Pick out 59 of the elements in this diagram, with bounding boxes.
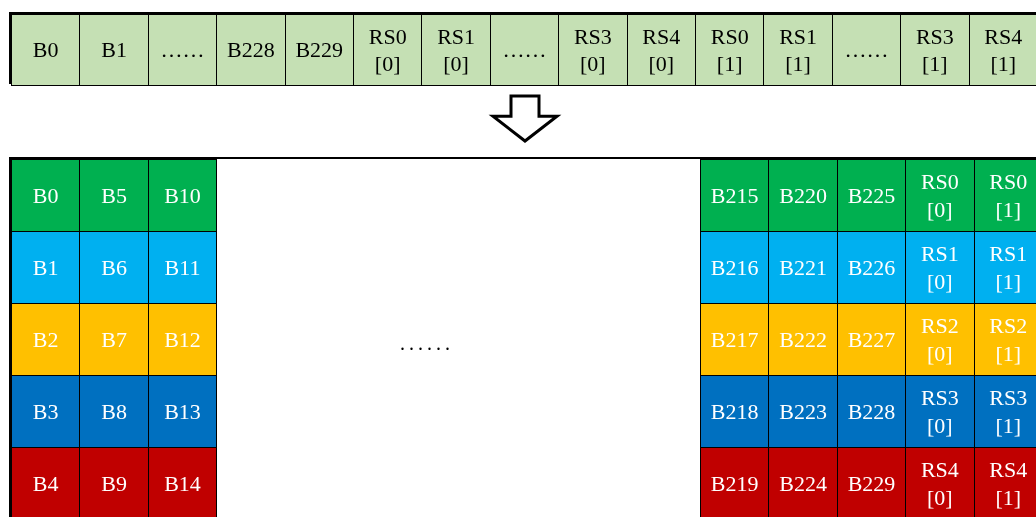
memory-cell: B7 (79, 303, 149, 376)
memory-cell: RS2 [0] (905, 303, 975, 376)
memory-cell: RS4 [1] (973, 447, 1036, 517)
memory-cell: RS3 [0] (558, 14, 628, 86)
memory-cell: RS3 [0] (905, 375, 975, 448)
memory-cell: RS3 [1] (973, 375, 1036, 448)
memory-cell: B215 (700, 159, 770, 232)
memory-cell: B229 (284, 14, 354, 86)
memory-cell: B219 (700, 447, 770, 517)
memory-cell: B9 (79, 447, 149, 517)
memory-cell: …… (147, 14, 218, 86)
memory-cell: B1 (11, 231, 81, 304)
memory-cell: B4 (11, 447, 81, 517)
memory-cell: B5 (79, 159, 149, 232)
memory-cell: RS1 [0] (905, 231, 975, 304)
memory-cell: RS4 [0] (905, 447, 975, 517)
memory-cell: RS0 [1] (695, 14, 765, 86)
memory-cell: B220 (768, 159, 838, 232)
memory-cell: RS0 [0] (905, 159, 975, 232)
memory-cell: B1 (79, 14, 149, 86)
memory-cell: B217 (700, 303, 770, 376)
memory-cell: B229 (836, 447, 907, 517)
memory-cell: B216 (700, 231, 770, 304)
memory-cell: B0 (11, 14, 81, 86)
memory-cell: B2 (11, 303, 81, 376)
memory-cell: B218 (700, 375, 770, 448)
memory-cell: RS4 [0] (626, 14, 696, 86)
memory-bar (9, 12, 1036, 84)
memory-cell: B222 (768, 303, 838, 376)
memory-cell: B227 (836, 303, 907, 376)
memory-cell: B11 (147, 231, 218, 304)
memory-cell: B3 (11, 375, 81, 448)
memory-cell: B223 (768, 375, 838, 448)
memory-cell: B6 (79, 231, 149, 304)
memory-cell: RS0 [1] (973, 159, 1036, 232)
memory-cell: RS4 [1] (968, 14, 1036, 86)
memory-cell: B226 (836, 231, 907, 304)
memory-cell: RS0 [0] (353, 14, 423, 86)
memory-cell: …… (831, 14, 902, 86)
memory-cell: B10 (147, 159, 218, 232)
memory-cell: RS3 [1] (900, 14, 970, 86)
memory-cell: RS1 [0] (421, 14, 491, 86)
memory-cell: B225 (836, 159, 907, 232)
memory-cell: RS1 [1] (763, 14, 833, 86)
ellipsis-text: ...... (400, 332, 454, 355)
memory-cell: B224 (768, 447, 838, 517)
memory-cell: …… (489, 14, 560, 86)
memory-cell: B13 (147, 375, 218, 448)
memory-cell: B8 (79, 375, 149, 448)
memory-cell: B12 (147, 303, 218, 376)
memory-cell: B221 (768, 231, 838, 304)
memory-cell: RS1 [1] (973, 231, 1036, 304)
memory-cell: B228 (216, 14, 286, 86)
block-arrow (488, 94, 562, 143)
memory-cell: B14 (147, 447, 218, 517)
memory-cell: B228 (836, 375, 907, 448)
grid-panel (9, 157, 1036, 517)
memory-cell: RS2 [1] (973, 303, 1036, 376)
memory-cell: B0 (11, 159, 81, 232)
